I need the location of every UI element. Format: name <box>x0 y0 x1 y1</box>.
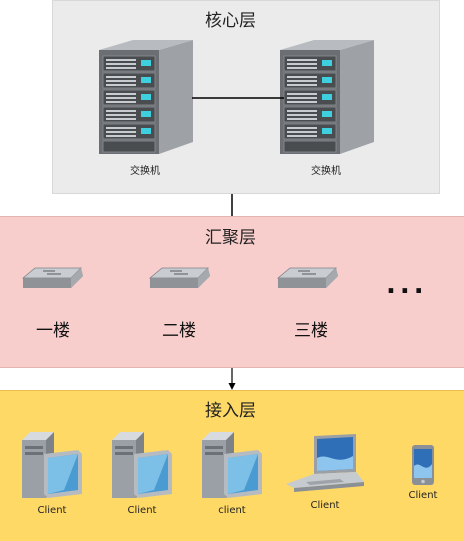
core-switch-2-label: 交换机 <box>311 166 341 177</box>
floor-switch-2 <box>148 266 212 292</box>
network-switch-icon <box>276 267 338 288</box>
core-switch-2 <box>278 38 378 156</box>
floor-3-label: 三楼 <box>294 321 328 341</box>
aggregation-layer-title: 汇聚层 <box>205 228 256 248</box>
floor-1-label: 一楼 <box>36 321 70 341</box>
floor-2-label: 二楼 <box>162 321 196 341</box>
client-desktop-3 <box>200 430 264 502</box>
core-switch-1-label: 交换机 <box>130 166 160 177</box>
arrow-down-icon <box>228 383 236 390</box>
desktop-pc-icon <box>202 432 262 498</box>
client-mobile <box>410 444 436 486</box>
network-switch-icon <box>148 267 210 288</box>
client-2-label: Client <box>127 505 157 516</box>
laptop-icon <box>286 434 364 492</box>
core-layer-title: 核心层 <box>205 11 256 31</box>
server-rack-icon <box>280 40 374 154</box>
client-3-label: client <box>218 505 246 516</box>
network-switch-icon <box>21 267 83 288</box>
floor-switch-3 <box>276 266 340 292</box>
client-desktop-2 <box>110 430 174 502</box>
client-5-label: Client <box>408 490 438 501</box>
floor-switch-1 <box>21 266 85 292</box>
mobile-phone-icon <box>412 445 434 485</box>
server-rack-icon <box>99 40 193 154</box>
more-floors-ellipsis: ... <box>386 270 428 300</box>
access-layer-title: 接入层 <box>205 401 256 421</box>
desktop-pc-icon <box>22 432 82 498</box>
client-4-label: Client <box>310 500 340 511</box>
client-desktop-1 <box>20 430 84 502</box>
client-laptop <box>284 432 366 494</box>
aggregation-layer <box>0 216 464 368</box>
core-switch-1 <box>97 38 197 156</box>
desktop-pc-icon <box>112 432 172 498</box>
client-1-label: Client <box>37 505 67 516</box>
